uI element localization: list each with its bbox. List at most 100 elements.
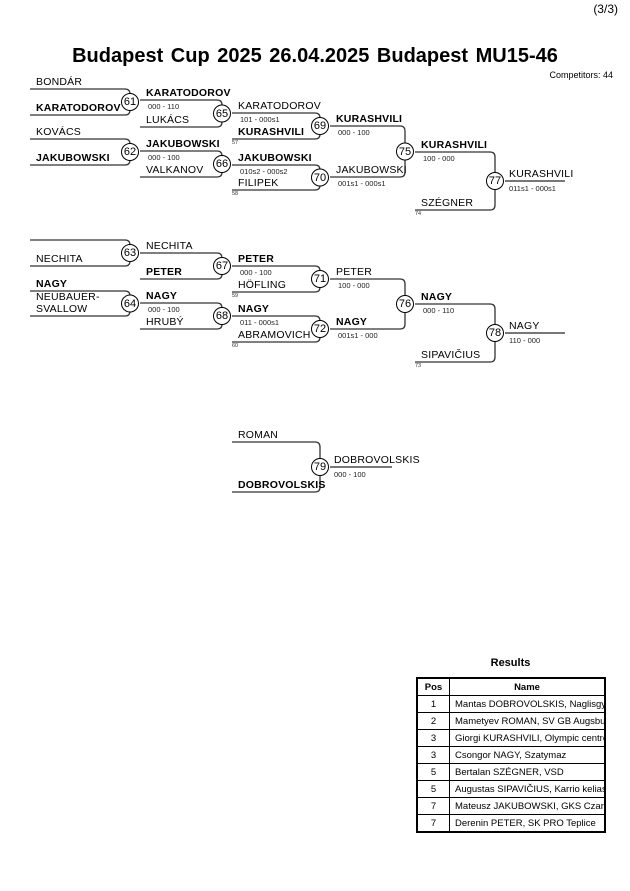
match-score: 101 - 000s1 (240, 115, 280, 124)
match-number: 69 (313, 120, 327, 132)
competitor-name: BONDÁR (36, 76, 83, 88)
competitor-name: NECHITA (36, 253, 83, 265)
bracket-line-top (30, 239, 131, 246)
match-number: 78 (488, 327, 502, 339)
competitor-name: NAGY (336, 316, 368, 328)
match-number-circle (396, 142, 414, 161)
results-header-pos: Pos (416, 677, 450, 696)
match-number-circle (311, 168, 329, 187)
match-number: 72 (313, 323, 327, 335)
competitor-name: PETER (146, 266, 183, 278)
match-score: 000 - 110 (148, 102, 180, 111)
result-position: 3 (416, 746, 450, 764)
match-number: 71 (313, 273, 327, 285)
competitor-name: HRUBÝ (146, 316, 184, 328)
bracket-line-bottom (415, 190, 496, 211)
page-number: (3/3) (593, 2, 618, 16)
match-number: 63 (123, 247, 137, 259)
results-header-name: Name (449, 677, 606, 696)
bracket-line-top (30, 138, 131, 145)
bracket-line-top (415, 151, 496, 172)
bracket-line-bottom (232, 476, 321, 493)
result-name: Mateusz JAKUBOWSKI, GKS Czarni (449, 797, 606, 815)
winner-name: NAGY (509, 320, 540, 332)
bracket-line-top (415, 303, 496, 324)
results-title: Results (490, 657, 531, 669)
competitor-name: VALKANOV (146, 164, 204, 176)
result-position: 1 (416, 695, 450, 713)
match-score: 000 - 110 (423, 306, 455, 315)
competitor-name: KARATODOROV (36, 102, 121, 114)
result-position: 5 (416, 763, 450, 781)
match-score: 001s1 - 000s1 (338, 179, 386, 188)
competitor-name: SZÉGNER (421, 197, 474, 209)
competitors-count: Competitors: 44 (549, 70, 613, 80)
competitor-name: ROMAN (238, 429, 279, 441)
bracket-line-bottom (330, 160, 406, 178)
match-number-circle (311, 117, 329, 135)
match-score: 011 - 000s1 (240, 318, 280, 327)
competitor-name: JAKUBOWSKI (36, 152, 110, 164)
competitor-name: PETER (336, 266, 373, 278)
match-number-circle (121, 93, 139, 111)
competitor-name: NAGY (146, 290, 178, 302)
match-number: 65 (215, 107, 229, 120)
match-number: 61 (123, 96, 137, 108)
repechage-ref: 59 (232, 293, 239, 299)
competitor-name: PETER (238, 253, 275, 265)
competitor-name: KURASHVILI (421, 139, 488, 151)
match-number: 64 (123, 297, 137, 310)
competitor-name: NAGY (36, 278, 68, 290)
result-position: 7 (416, 797, 450, 815)
match-number-circle (311, 458, 329, 476)
match-score: 000 - 100 (148, 153, 180, 162)
competitor-name: SIPAVIČIUS (421, 349, 481, 361)
match-number-circle (311, 270, 329, 288)
repechage-ref: 73 (415, 363, 422, 369)
competitor-name: NAGY (421, 291, 453, 303)
bracket-line-top (330, 125, 406, 143)
result-name: Csongor NAGY, Szatymaz (449, 746, 606, 764)
match-number-circle (396, 295, 414, 313)
competitor-name: KARATODOROV (238, 100, 321, 112)
competitor-name: NECHITA (146, 240, 193, 252)
match-number-circle (213, 104, 231, 123)
result-name: Augustas SIPAVIČIUS, Karrio kelias (449, 780, 606, 798)
match-number-circle (121, 294, 139, 313)
competitor-name: HÖFLING (238, 279, 287, 291)
match-number: 76 (398, 298, 412, 310)
winner-score: 011s1 - 000s1 (509, 184, 556, 193)
winner-score: 110 - 000 (509, 336, 541, 345)
competitor-name: NAGY (238, 303, 270, 315)
result-position: 5 (416, 780, 450, 798)
result-position: 2 (416, 712, 450, 730)
competitor-name: KURASHVILI (336, 113, 403, 125)
match-number-circle (486, 324, 504, 342)
result-name: Derenin PETER, SK PRO Teplice (449, 814, 606, 833)
match-number-circle (121, 244, 139, 262)
bracket-line-top (330, 278, 406, 295)
match-score: 001s1 - 000 (338, 331, 378, 340)
result-name: Mametyev ROMAN, SV GB Augsburg (449, 712, 606, 730)
match-number-circle (213, 257, 231, 275)
competitor-name: JAKUBOWSKI (238, 152, 312, 164)
result-position: 7 (416, 814, 450, 833)
repechage-ref: 74 (415, 211, 422, 217)
competitor-name: FILIPEK (238, 177, 279, 189)
match-number-circle (213, 155, 231, 173)
match-number: 66 (215, 158, 229, 170)
match-number-circle (121, 143, 139, 161)
bracket-line-bottom (415, 342, 496, 363)
winner-name: DOBROVOLSKIS (334, 454, 420, 466)
match-number: 75 (398, 145, 412, 158)
competitor-name: JAKUBOWSKI (336, 164, 407, 176)
match-score: 000 - 100 (338, 128, 370, 137)
winner-name: KURASHVILI (509, 168, 574, 180)
match-number-circle (486, 172, 504, 190)
match-score: 100 - 000 (423, 154, 455, 163)
